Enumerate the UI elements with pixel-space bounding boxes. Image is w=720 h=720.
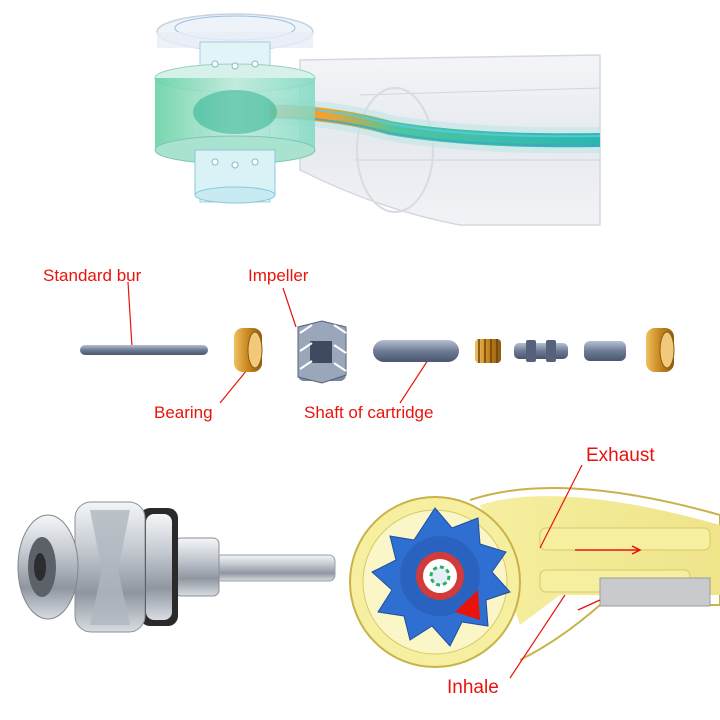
standard-bur-leader — [127, 281, 133, 348]
impeller-label: Impeller — [248, 266, 309, 285]
inhale-label: Inhale — [447, 677, 499, 698]
exhaust-label: Exhaust — [586, 445, 655, 466]
shaft-of-cartridge-label: Shaft of cartridge — [304, 403, 434, 422]
right-bearing-part — [646, 328, 675, 372]
coupler-part — [514, 340, 568, 362]
impeller-cross-section — [371, 507, 511, 647]
cartridge-and-airflow-illustration — [17, 464, 720, 679]
inhale-leader — [509, 594, 566, 679]
impeller-leader — [282, 287, 297, 328]
standard-bur-part — [80, 345, 208, 355]
impeller-part — [297, 320, 347, 384]
shaft-leader — [399, 359, 429, 404]
standard-bur-label: Standard bur — [43, 266, 142, 285]
bearing-label: Bearing — [154, 403, 213, 422]
spring-part — [475, 339, 501, 363]
exhaust-leader — [539, 464, 583, 549]
shaft-part — [373, 340, 459, 362]
exploded-parts-illustration — [80, 281, 675, 404]
left-bearing-part — [234, 328, 263, 372]
bushing-part — [584, 341, 626, 361]
bearing-leader — [219, 369, 248, 404]
exploded-cartridge-view: Standard bur Impeller Bearing Shaft of c… — [0, 255, 720, 430]
flow-simulation-render — [0, 0, 720, 255]
flow-simulation-illustration — [154, 13, 601, 226]
airflow-schematic: Exhaust Inhale — [0, 430, 720, 720]
turbine-cartridge — [17, 501, 336, 633]
